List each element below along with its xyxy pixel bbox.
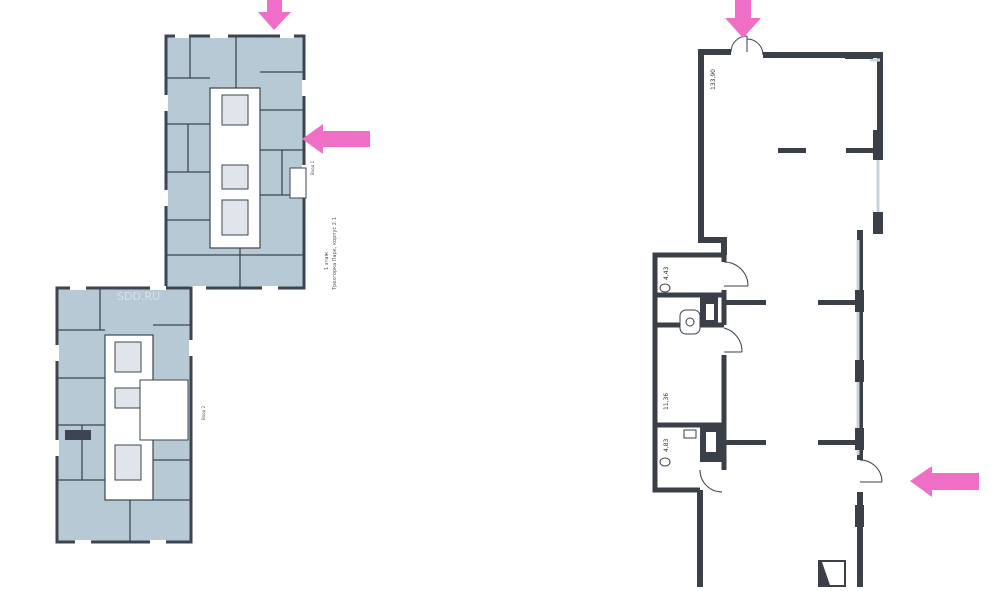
entrance-label-bottom: Вход 2: [201, 405, 206, 420]
arrow-down-left-building: [258, 0, 291, 30]
storage-area: 11,36: [663, 393, 670, 410]
upper-section: [164, 34, 307, 290]
lower-section: [55, 286, 193, 544]
building-floor-plan: SDD.RU Трехгорка Парк, корпус 2.1 1 этаж…: [55, 34, 338, 544]
arrow-left-unit-side-entrance: [910, 466, 979, 497]
wc1-area: 4,43: [663, 266, 670, 280]
watermark: SDD.RU: [117, 290, 160, 303]
entrance-label-top: Вход 1: [310, 160, 315, 175]
main-room-area: 133,90: [710, 69, 717, 90]
arrow-down-unit-entrance: [725, 0, 761, 38]
entrance-arrows: [258, 0, 979, 497]
arrow-left-building-side: [302, 124, 370, 154]
wc2-area: 4,83: [663, 438, 670, 452]
unit-floor-plan: 133,90 4,43 11,36 4,83: [652, 35, 883, 587]
building-side-label-2: 1 этаж: [324, 252, 330, 270]
building-side-label-1: Трехгорка Парк, корпус 2.1: [332, 217, 338, 291]
